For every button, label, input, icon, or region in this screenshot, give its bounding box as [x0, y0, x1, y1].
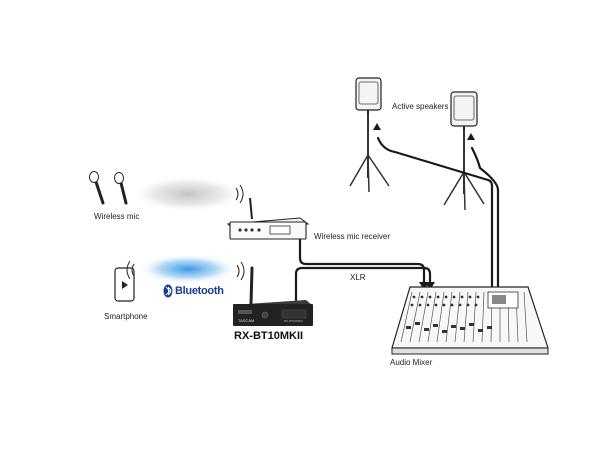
label-xlr: XLR — [350, 273, 366, 282]
arrow-head — [425, 282, 435, 290]
device-panel-model: RX-BT10MKII — [284, 319, 303, 323]
bluetooth-icon — [163, 284, 173, 298]
speaker-cable-left — [376, 136, 494, 288]
xlr-cable-product — [294, 266, 432, 302]
receiver-icon — [226, 197, 310, 240]
speaker-left — [349, 77, 390, 193]
label-audio-mixer: Audio Mixer — [390, 358, 433, 367]
speaker-icon — [450, 91, 478, 127]
label-active-speakers: Active speakers — [392, 102, 449, 111]
product-device: TASCAM RX-BT10MKII — [233, 266, 313, 326]
device-brand: TASCAM — [238, 318, 254, 323]
wifi-icon — [235, 184, 244, 204]
microphone-icon — [114, 172, 128, 205]
label-product: RX-BT10MKII — [234, 330, 304, 342]
label-wireless-mic-receiver: Wireless mic receiver — [314, 232, 391, 241]
arrow-head — [467, 133, 475, 140]
label-wireless-mic: Wireless mic — [94, 212, 140, 221]
label-smartphone: Smartphone — [104, 312, 148, 321]
bluetooth-signal-glow — [138, 254, 238, 284]
speaker-right — [443, 91, 485, 211]
speaker-cable-right — [470, 146, 500, 288]
label-bluetooth: Bluetooth — [175, 285, 224, 297]
wifi-icon — [126, 260, 245, 281]
mixer-icon — [391, 286, 549, 355]
microphone-icon — [89, 171, 105, 205]
cables — [294, 136, 500, 302]
smartphone-icon — [114, 267, 135, 302]
mic-signal-glow — [132, 176, 244, 212]
arrow-head — [373, 123, 381, 130]
